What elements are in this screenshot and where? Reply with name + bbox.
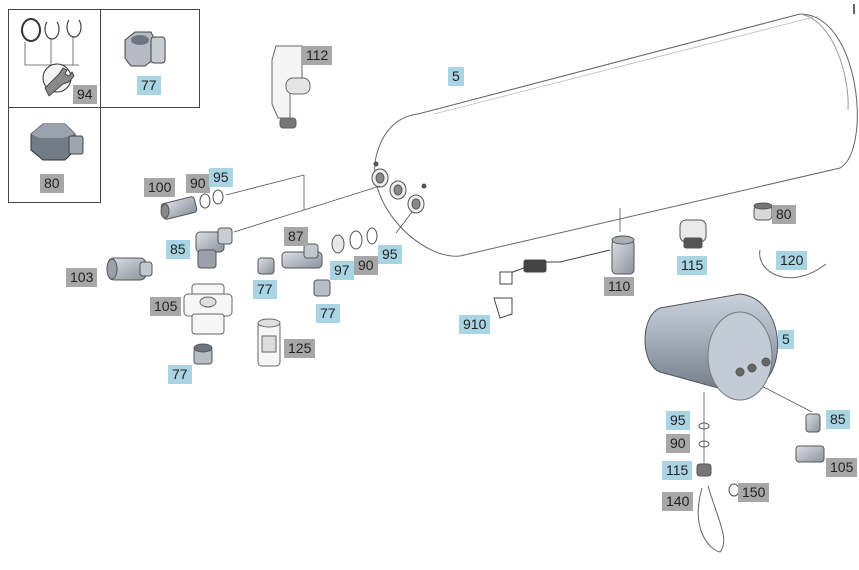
sensor-cable-910 xyxy=(493,249,611,319)
part-label-103: 103 xyxy=(66,268,98,287)
part-label-120: 120 xyxy=(776,251,808,270)
part-label-105: 105 xyxy=(150,297,182,316)
tee-fitting-105 xyxy=(183,283,233,335)
pipe-125 xyxy=(257,318,281,367)
part-label-95: 95 xyxy=(378,245,402,264)
valve-110 xyxy=(611,235,635,275)
part-label-125: 125 xyxy=(284,339,316,358)
part-label-105: 105 xyxy=(826,458,858,477)
fitting-row-top xyxy=(160,189,224,220)
part-label-97: 97 xyxy=(330,261,354,280)
small-tank-fittings xyxy=(696,413,825,497)
part-label-112: 112 xyxy=(302,46,333,65)
inset-box-fitting xyxy=(100,9,200,108)
leader-lines xyxy=(225,174,813,470)
elbow-fitting-85 xyxy=(195,227,233,269)
part-label-110: 110 xyxy=(604,277,635,296)
part-label-90: 90 xyxy=(354,256,378,275)
small-air-tank xyxy=(644,293,778,401)
part-label-115: 115 xyxy=(662,461,693,480)
part-label-77: 77 xyxy=(137,76,161,95)
part-label-85: 85 xyxy=(826,410,850,429)
part-label-115: 115 xyxy=(677,256,708,275)
large-air-tank xyxy=(374,13,858,257)
valve-part-103 xyxy=(106,257,153,281)
cable-140 xyxy=(697,485,725,553)
part-label-80: 80 xyxy=(772,205,796,224)
cable-120 xyxy=(759,249,827,279)
part-label-77: 77 xyxy=(253,280,277,299)
part-label-80: 80 xyxy=(40,174,64,193)
part-label-85: 85 xyxy=(166,240,190,259)
large-tank-ports xyxy=(371,161,427,214)
part-label-910: 910 xyxy=(459,315,491,334)
part-label-77: 77 xyxy=(168,365,192,384)
part-label-94: 94 xyxy=(73,85,97,104)
bracket-112 xyxy=(271,45,311,129)
part-label-5: 5 xyxy=(448,67,464,86)
inset-box-ring-kit xyxy=(8,9,101,108)
part-label-90: 90 xyxy=(186,174,210,193)
part-label-100: 100 xyxy=(144,178,176,197)
plug-80-top xyxy=(753,202,773,221)
fitting-group-87 xyxy=(257,227,378,297)
part-label-77: 77 xyxy=(316,304,340,323)
part-label-90: 90 xyxy=(666,434,690,453)
part-label-95: 95 xyxy=(666,411,690,430)
part-label-5: 5 xyxy=(778,330,794,349)
part-label-150: 150 xyxy=(738,483,770,502)
part-label-87: 87 xyxy=(284,227,308,246)
part-label-95: 95 xyxy=(209,168,233,187)
part-label-140: 140 xyxy=(662,492,694,511)
cap-115-top xyxy=(679,219,707,249)
nut-77-lower xyxy=(193,343,213,365)
